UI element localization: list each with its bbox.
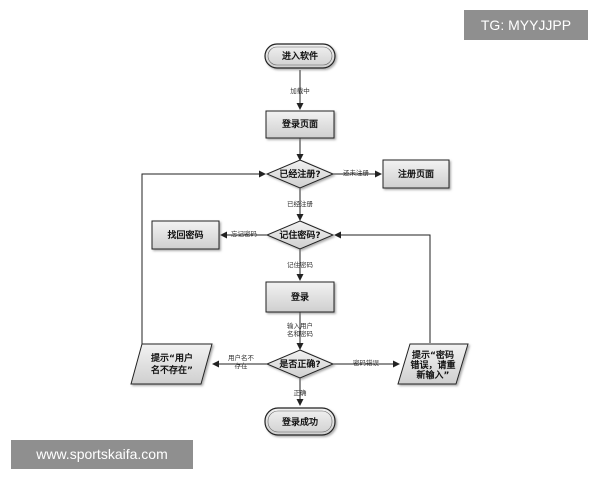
watermark-bottom: www.sportskaifa.com (11, 440, 193, 469)
node-remember-label: 记住密码? (279, 229, 320, 241)
edge-label-input-line2: 名和密码 (287, 329, 314, 338)
node-register-page-label: 注册页面 (398, 168, 434, 180)
edge-label-not-registered: 还未注册 (343, 168, 370, 177)
node-pwd-error-line1: 提示“密码 (412, 349, 454, 361)
node-user-not-exist-line2: 名不存在” (151, 364, 193, 376)
node-success-label: 登录成功 (281, 416, 318, 428)
edge-label-loading: 加载中 (290, 86, 310, 95)
watermark-top: TG: MYYJJPP (464, 10, 588, 40)
node-success (264, 407, 336, 436)
node-start (264, 43, 336, 69)
node-register-page (382, 159, 450, 189)
node-pwd-error-line2: 错误，请重 (410, 359, 455, 371)
node-remember (265, 220, 335, 250)
edge-label-remembered-pwd: 记住密码 (287, 260, 314, 269)
edge-label-user-not-line2: 存在 (235, 361, 249, 370)
node-correct-label: 是否正确? (278, 358, 320, 370)
node-login-page-label: 登录页面 (281, 118, 318, 130)
edge-label-pwd-wrong: 密码错误 (353, 358, 380, 367)
node-pwd-error-line3: 新输入” (417, 369, 450, 381)
edge-label-user-not-line1: 用户名不 (228, 353, 255, 362)
node-registered-label: 已经注册? (279, 168, 320, 180)
edge-pwd-error-loop (334, 231, 431, 343)
edge-label-input-line1: 输入用户 (287, 321, 313, 330)
node-login-page (265, 110, 335, 139)
node-login (265, 281, 335, 313)
edge-label-correct: 正确 (294, 388, 308, 397)
node-user-not-exist (130, 343, 213, 385)
node-recover (151, 220, 220, 250)
node-pwd-error (397, 343, 469, 385)
edge-label-already-registered: 已经注册 (287, 199, 314, 208)
node-login-label: 登录 (290, 291, 309, 303)
node-start-label: 进入软件 (282, 50, 318, 62)
node-registered (265, 159, 335, 189)
node-recover-label: 找回密码 (167, 229, 203, 241)
edge-label-forgot-pwd: 忘记密码 (231, 229, 258, 238)
node-user-not-exist-line1: 提示“用户 (151, 352, 193, 364)
node-correct (265, 349, 335, 379)
edge-user-not-exist-loop (141, 170, 266, 348)
